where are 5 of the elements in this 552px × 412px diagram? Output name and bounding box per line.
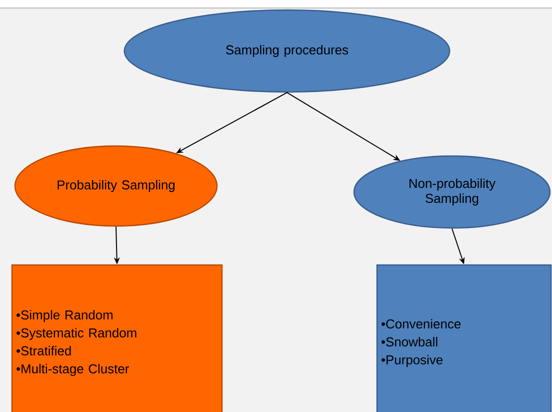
- oval-node: Sampling procedures: [124, 9, 450, 93]
- oval-node: Non-probability Sampling: [353, 155, 551, 229]
- oval-node: Probability Sampling: [14, 145, 218, 227]
- list-box: •Simple Random •Systematic Random •Stratified •Multi-stage Cluster: [11, 264, 223, 412]
- list-box: •Convenience •Snowball •Purposive: [376, 264, 552, 412]
